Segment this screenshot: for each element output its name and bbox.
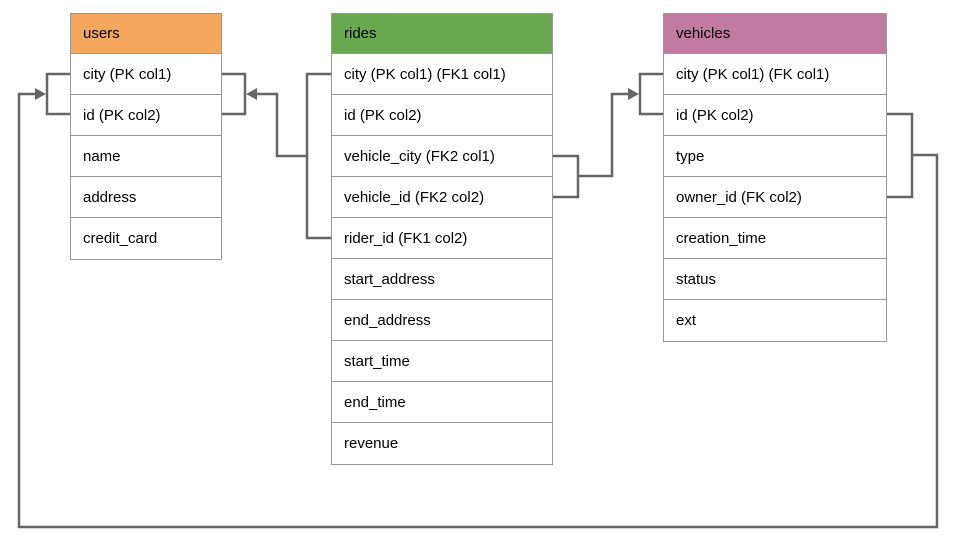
table-vehicles-rows: city (PK col1) (FK col1)id (PK col2)type… <box>664 54 886 341</box>
column-row: owner_id (FK col2) <box>664 177 886 218</box>
column-row: ext <box>664 300 886 341</box>
rides-right-bracket <box>553 154 580 199</box>
column-row: start_time <box>332 341 552 382</box>
column-row: city (PK col1) (FK1 col1) <box>332 54 552 95</box>
table-vehicles-header: vehicles <box>664 14 886 54</box>
table-users-title: users <box>83 25 120 42</box>
column-row: id (PK col2) <box>332 95 552 136</box>
column-row: city (PK col1) <box>71 54 221 95</box>
arrowhead-into-users-right <box>246 88 257 100</box>
table-rides-rows: city (PK col1) (FK1 col1)id (PK col2)veh… <box>332 54 552 464</box>
column-row: creation_time <box>664 218 886 259</box>
rides-to-users-line <box>257 92 307 158</box>
column-row: vehicle_id (FK2 col2) <box>332 177 552 218</box>
table-vehicles: vehicles city (PK col1) (FK col1)id (PK … <box>663 13 887 342</box>
column-row: address <box>71 177 221 218</box>
table-vehicles-title: vehicles <box>676 25 731 42</box>
column-row: revenue <box>332 423 552 464</box>
vehicles-left-bracket <box>638 72 663 116</box>
rides-to-vehicles-line <box>578 92 628 178</box>
table-rides: rides city (PK col1) (FK1 col1)id (PK co… <box>331 13 553 465</box>
vehicles-right-bracket <box>887 112 914 199</box>
arrowhead-into-vehicles-left <box>628 88 639 100</box>
column-row: end_address <box>332 300 552 341</box>
column-row: id (PK col2) <box>664 95 886 136</box>
connector-rides-to-vehicles-fk2 <box>553 72 663 199</box>
column-row: credit_card <box>71 218 221 259</box>
table-rides-title: rides <box>344 25 377 42</box>
table-rides-header: rides <box>332 14 552 54</box>
column-row: city (PK col1) (FK col1) <box>664 54 886 95</box>
column-row: rider_id (FK1 col2) <box>332 218 552 259</box>
table-users-header: users <box>71 14 221 54</box>
users-left-bracket <box>45 72 70 116</box>
column-row: id (PK col2) <box>71 95 221 136</box>
users-right-bracket <box>222 72 247 116</box>
column-row: start_address <box>332 259 552 300</box>
column-row: name <box>71 136 221 177</box>
column-row: status <box>664 259 886 300</box>
column-row: end_time <box>332 382 552 423</box>
arrowhead-into-users-left <box>35 88 46 100</box>
rides-left-bracket <box>305 72 331 240</box>
connector-rides-to-users-fk1 <box>222 72 331 240</box>
column-row: type <box>664 136 886 177</box>
column-row: vehicle_city (FK2 col1) <box>332 136 552 177</box>
